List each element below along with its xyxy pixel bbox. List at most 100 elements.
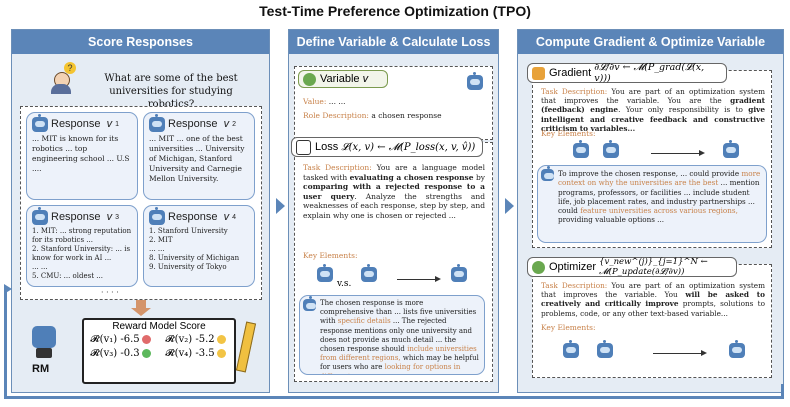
task-bold: gradient (feedback) engine <box>541 96 765 115</box>
loop-arrowhead-icon <box>4 284 12 294</box>
task-bold: comparing with a rejected response to a … <box>303 182 485 201</box>
feedback-text: To improve the chosen response, ... coul… <box>558 169 740 178</box>
task-key: Task Description: <box>541 281 608 290</box>
response-label: Response <box>168 118 218 130</box>
conclusion-highlight: include universities from different regi… <box>320 345 477 363</box>
robot-icon <box>303 296 316 311</box>
key-elements-label: Key Elements: <box>541 323 596 332</box>
conclusion-text: which may be helpful for users who are <box>320 354 479 372</box>
variable-label: Variable <box>320 73 360 85</box>
reward-score-board: Reward Model Score 𝓡(v₁) -6.5 𝓡(v₂) -5.2… <box>82 318 236 384</box>
loop-arrow-bottom <box>4 396 784 399</box>
sad-face-icon <box>141 335 151 344</box>
value-val: ... ... <box>328 97 346 106</box>
optimizer-box: Optimizer {v_new^(j)}_{j=1}^N ← 𝓜(P_upda… <box>527 257 772 378</box>
loss-formula: 𝓛(x, v) ← 𝓜(P_loss(x, v, v̂)) <box>341 141 476 153</box>
optimizer-pill: Optimizer {v_new^(j)}_{j=1}^N ← 𝓜(P_upda… <box>527 257 737 277</box>
value-key: Value: <box>303 97 327 106</box>
conclusion-text: The chosen response is more comprehensiv… <box>320 299 477 326</box>
rm-robot-icon <box>32 326 56 348</box>
user-avatar: ? <box>48 62 76 94</box>
response-label: Response <box>51 118 101 130</box>
panel-header-define: Define Variable & Calculate Loss <box>289 30 498 54</box>
variable-box: Variable v Value: ... ... Role Descripti… <box>294 66 493 140</box>
role-key: Role Description: <box>303 111 369 120</box>
score-value: -5.2 <box>195 334 215 345</box>
loop-arrow-left <box>4 291 7 399</box>
robot-icon <box>149 207 165 225</box>
task-text: by <box>475 172 485 182</box>
diagram-title: Test-Time Preference Optimization (TPO) <box>259 3 531 19</box>
score-value: -6.5 <box>120 334 140 345</box>
task-bold: evaluating a chosen response <box>349 172 474 182</box>
robot-icon <box>597 340 613 358</box>
feedback-highlight: more context on why the universities are… <box>558 169 761 188</box>
chart-icon <box>296 139 311 155</box>
task-text: prompts, solutions to problems, code, or… <box>541 299 765 318</box>
pencil-icon <box>235 321 257 373</box>
score-responses-panel: Score Responses ? What are some of the b… <box>11 29 270 393</box>
panel-header-compute: Compute Gradient & Optimize Variable <box>518 30 783 54</box>
score-row-1: 𝓡(v₁) -6.5 <box>90 334 152 345</box>
more-responses-ellipsis: · · · · <box>101 288 119 297</box>
response-text-2: ... MIT ... one of the best universities… <box>149 134 245 183</box>
rm-robot-base <box>36 348 52 358</box>
role-val: a chosen response <box>371 111 442 120</box>
response-text-3: 1. MIT: ... strong reputation for its ro… <box>32 227 132 280</box>
define-variable-panel: Define Variable & Calculate Loss Variabl… <box>288 29 499 393</box>
gradient-feedback-card: To improve the chosen response, ... coul… <box>537 165 767 243</box>
feedback-text: providing valuable options ... <box>558 215 665 225</box>
arrow-icon <box>651 153 701 154</box>
score-term: 𝓡(v₁) <box>90 334 118 345</box>
robot-icon <box>603 140 619 158</box>
variable-role: Role Description: a chosen response <box>303 111 442 121</box>
rm-label: RM <box>32 363 50 375</box>
robot-icon <box>361 264 377 282</box>
down-arrow-icon <box>136 300 146 308</box>
arrow-right-icon <box>505 198 514 214</box>
robot-icon <box>32 207 48 225</box>
task-text: You are a language model tasked with <box>303 163 485 182</box>
task-text: . Your only responsibility is to <box>618 105 743 115</box>
score-value: -0.3 <box>120 348 140 359</box>
robot-chat-icon <box>729 340 745 358</box>
robot-icon <box>563 340 579 358</box>
response-text-4: 1. Stanford University 2. MIT ... ... 8.… <box>149 227 240 271</box>
gradient-pill: Gradient ∂𝓛/∂v ← 𝓜(P_grad(𝓛(x, v))) <box>527 62 727 84</box>
loop-arrow-right <box>781 384 784 399</box>
robot-chat-icon <box>467 72 483 90</box>
score-row-3: 𝓡(v₃) -0.3 <box>90 348 152 359</box>
feedback-text: ... mention programs, professors, or fac… <box>558 178 760 216</box>
panel-header-score: Score Responses <box>12 30 269 54</box>
loss-box: Loss 𝓛(x, v) ← 𝓜(P_loss(x, v, v̂)) Task … <box>291 137 493 382</box>
robot-icon <box>573 140 589 158</box>
robot-icon <box>32 114 48 132</box>
gradient-formula: ∂𝓛/∂v ← 𝓜(P_grad(𝓛(x, v))) <box>594 62 705 84</box>
task-key: Task Description: <box>541 87 608 96</box>
arrowhead-icon <box>699 150 705 156</box>
variable-pill: Variable v <box>298 70 388 88</box>
robot-icon <box>317 264 333 282</box>
loss-conclusion-card: The chosen response is more comprehensiv… <box>299 295 485 375</box>
conclusion-text: ... The rejected response mentions only … <box>320 317 473 354</box>
loss-task-description: Task Description: You are a language mod… <box>303 163 485 220</box>
score-term: 𝓡(v₄) <box>165 348 193 359</box>
happy-face-icon <box>141 349 151 358</box>
gradient-icon <box>532 66 545 80</box>
arrow-right-icon <box>276 198 285 214</box>
arrowhead-icon <box>435 276 441 282</box>
task-text: . Analyze the strengths and weaknesses o… <box>303 191 486 220</box>
optimizer-label: Optimizer <box>549 261 597 273</box>
score-row-2: 𝓡(v₂) -5.2 <box>165 334 227 345</box>
task-text: You are part of an optimization system t… <box>541 281 765 300</box>
loss-pill: Loss 𝓛(x, v) ← 𝓜(P_loss(x, v, v̂)) <box>291 137 483 157</box>
compute-gradient-panel: Compute Gradient & Optimize Variable Gra… <box>517 29 784 393</box>
loss-label: Loss <box>315 141 339 153</box>
arrow-icon <box>653 353 703 354</box>
task-bold: will be asked to creatively and critical… <box>541 290 765 309</box>
response-text-1: ... MIT is known for its robotics ... to… <box>32 134 130 173</box>
